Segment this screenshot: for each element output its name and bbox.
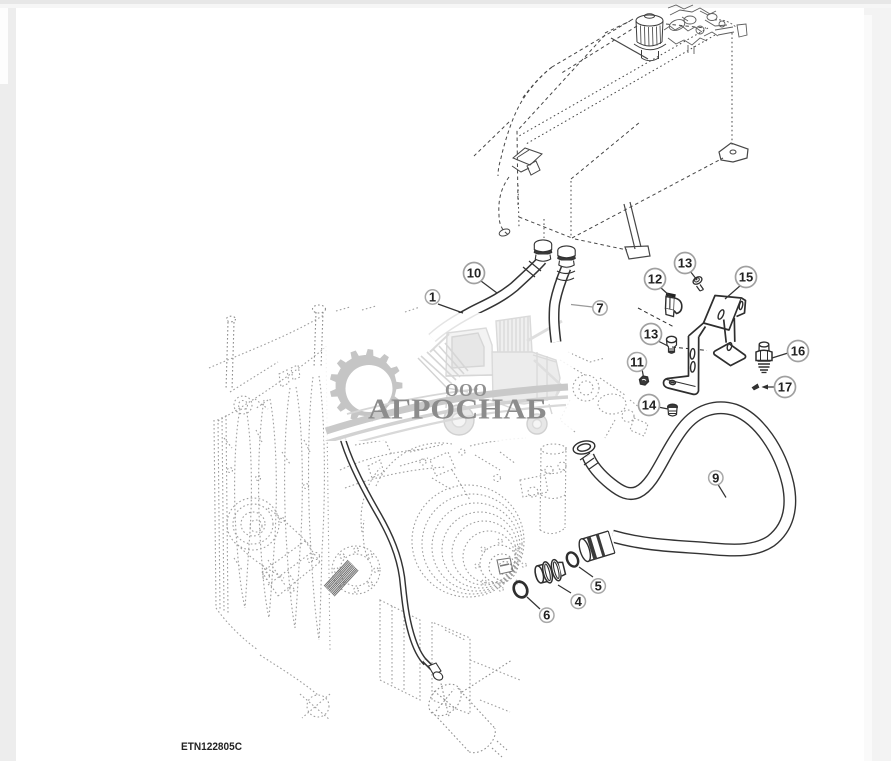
- svg-text:АГРОСНАБ: АГРОСНАБ: [368, 394, 547, 426]
- svg-text:15: 15: [739, 270, 753, 285]
- svg-text:14: 14: [642, 398, 657, 413]
- svg-text:4: 4: [575, 594, 583, 609]
- svg-text:7: 7: [596, 301, 603, 316]
- svg-text:1: 1: [429, 290, 436, 305]
- svg-text:6: 6: [543, 608, 550, 623]
- svg-text:5: 5: [595, 579, 602, 594]
- svg-text:ООО: ООО: [445, 380, 487, 400]
- svg-text:9: 9: [712, 470, 719, 485]
- svg-text:13: 13: [678, 256, 692, 271]
- svg-text:12: 12: [648, 272, 662, 287]
- svg-text:10: 10: [467, 266, 481, 281]
- svg-text:11: 11: [630, 354, 644, 369]
- svg-text:13: 13: [644, 327, 658, 342]
- svg-text:ETN122805C: ETN122805C: [181, 741, 242, 753]
- svg-text:17: 17: [778, 380, 792, 395]
- svg-text:16: 16: [791, 344, 805, 359]
